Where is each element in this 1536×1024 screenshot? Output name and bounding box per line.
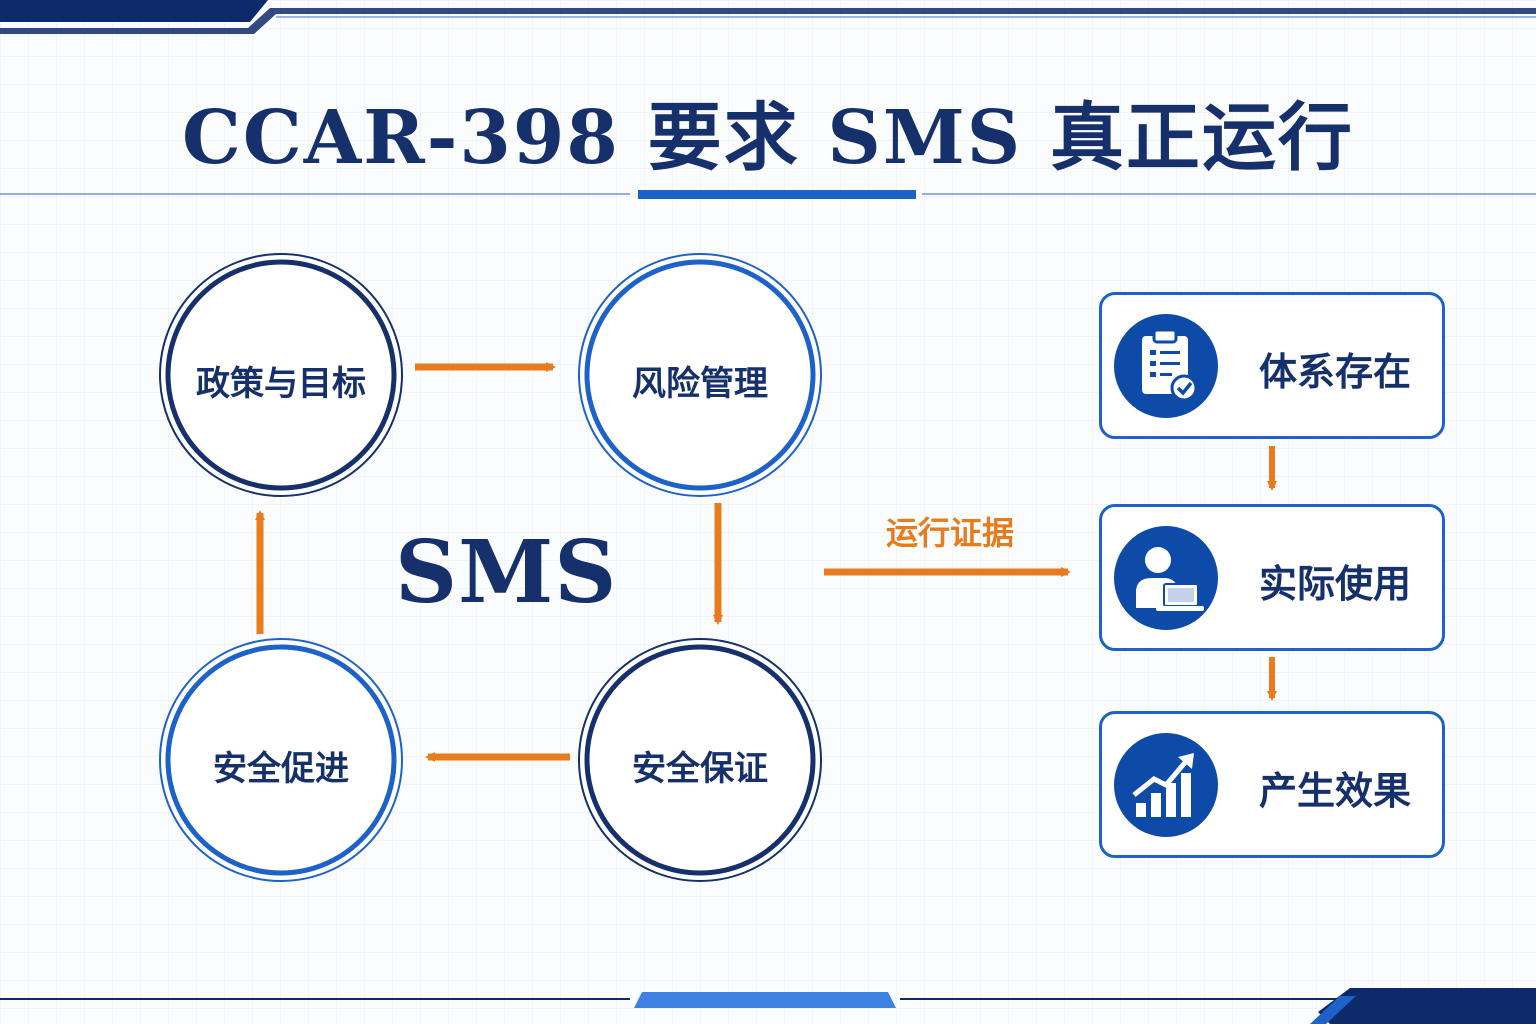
- cycle-label-risk: 风险管理: [632, 364, 768, 404]
- card-system-exists: 体系存在: [1099, 292, 1445, 439]
- card-produces-effect: 产生效果: [1099, 711, 1445, 858]
- circle-assurance: [578, 638, 822, 882]
- person-laptop-icon: [1114, 526, 1218, 630]
- circle-policy: [159, 253, 403, 497]
- growth-chart-icon: [1114, 733, 1218, 837]
- top-frame: [0, 0, 1536, 34]
- circle-promotion: [159, 638, 403, 882]
- card-actual-use: 实际使用: [1099, 504, 1445, 651]
- cycle-label-assurance: 安全保证: [632, 749, 768, 789]
- sms-center-label: SMS: [395, 522, 618, 623]
- page-title: CCAR-398 要求 SMS 真正运行: [182, 95, 1354, 181]
- bottom-frame: [0, 988, 1536, 1024]
- cycle-label-policy: 政策与目标: [196, 364, 366, 404]
- card-label-system-exists: 体系存在: [1258, 350, 1411, 394]
- card-label-actual-use: 实际使用: [1258, 562, 1411, 606]
- clipboard-check-icon: [1114, 314, 1218, 418]
- title-underline: [0, 190, 1536, 199]
- circle-risk: [578, 253, 822, 497]
- card-label-produces-effect: 产生效果: [1258, 769, 1411, 813]
- cycle-label-promotion: 安全促进: [213, 749, 349, 789]
- evidence-label: 运行证据: [885, 514, 1014, 552]
